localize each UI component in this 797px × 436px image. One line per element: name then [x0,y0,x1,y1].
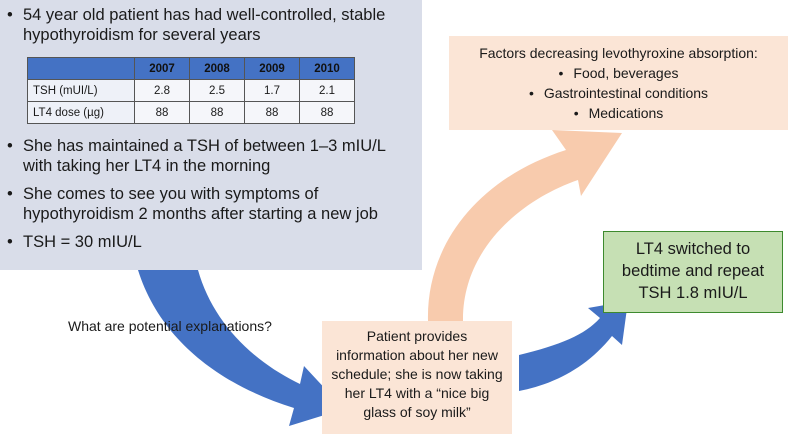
table-row-label: LT4 dose (µg) [27,101,135,124]
absorption-factors-box: Factors decreasing levothyroxine absorpt… [449,36,788,130]
factors-title: Factors decreasing levothyroxine absorpt… [479,45,758,61]
case-bullet-history: • 54 year old patient has had well-contr… [7,6,386,44]
table-header-cell [27,57,135,80]
patient-info-line: schedule; she is now taking [331,366,503,382]
case-bullet-tsh-value: • TSH = 30 mIU/L [7,233,142,251]
case-bullet-tsh-range: • She has maintained a TSH of between 1–… [7,137,386,175]
table-cell: 88 [244,101,300,124]
list-item: Medications [449,103,788,123]
table-cell: 2.8 [134,79,190,102]
result-line: LT4 switched to [635,240,751,258]
table-cell: 2.1 [299,79,355,102]
patient-info-box: Patient provides information about her n… [322,321,512,434]
table-cell: 2.5 [189,79,245,102]
table-header-cell: 2007 [134,57,190,80]
factors-list: Food, beverages Gastrointestinal conditi… [449,63,788,123]
case-summary-panel: • 54 year old patient has had well-contr… [0,0,422,270]
result-box: LT4 switched to bedtime and repeat TSH 1… [603,231,783,313]
result-line: TSH 1.8 mIU/L [638,284,748,302]
tsh-dose-table: 2007 2008 2009 2010 TSH (mUI/L) 2.8 2.5 … [27,57,355,124]
patient-info-line: glass of soy milk” [363,404,471,420]
result-line: bedtime and repeat [621,262,765,280]
blue-curved-arrow-to-result [519,301,628,391]
blue-curved-arrow-to-patient [138,270,344,426]
case-bullet-symptoms: • She comes to see you with symptoms of … [7,185,378,223]
table-header-cell: 2009 [244,57,300,80]
patient-info-line: Patient provides [366,328,468,344]
table-row: TSH (mUI/L) 2.8 2.5 1.7 2.1 [27,79,355,102]
question-text: What are potential explanations? [68,318,272,334]
table-header-cell: 2010 [299,57,355,80]
peach-curved-arrow-to-factors [427,130,622,321]
table-cell: 1.7 [244,79,300,102]
table-cell: 88 [134,101,190,124]
list-item: Gastrointestinal conditions [449,83,788,103]
patient-info-line: information about her new [336,347,498,363]
table-cell: 88 [189,101,245,124]
table-row: LT4 dose (µg) 88 88 88 88 [27,101,355,124]
table-header-row: 2007 2008 2009 2010 [27,57,355,80]
patient-info-line: her LT4 with a “nice big [344,385,490,401]
table-row-label: TSH (mUI/L) [27,79,135,102]
list-item: Food, beverages [449,63,788,83]
table-cell: 88 [299,101,355,124]
table-header-cell: 2008 [189,57,245,80]
